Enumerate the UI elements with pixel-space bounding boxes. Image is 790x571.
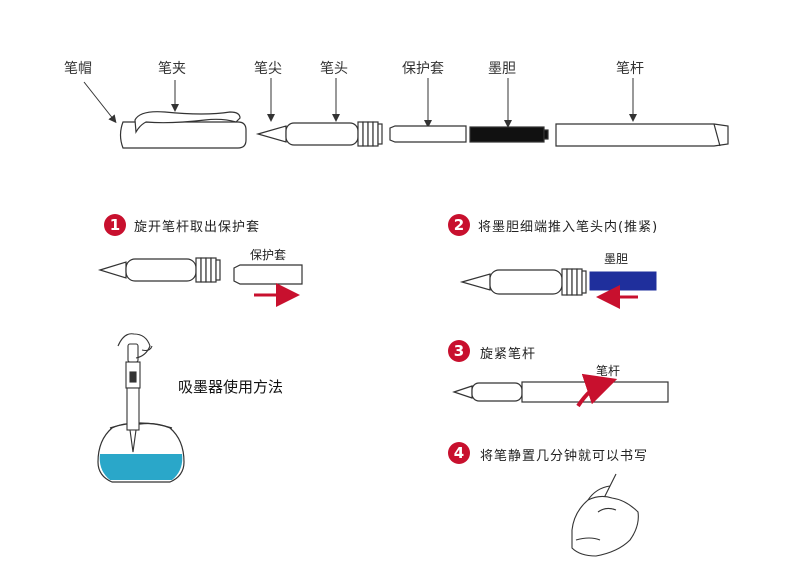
hand-writing [571,473,639,557]
label-nib: 笔尖 [254,61,282,77]
nib-shape [255,125,287,143]
step2-text: 将墨胆细端推入笔头内(推紧) [478,220,659,235]
label-clip: 笔夹 [158,61,186,77]
step2-tag: 墨胆 [604,252,629,266]
protector-shape [389,125,467,143]
cartridge-shape [469,126,545,143]
step2-illustration [459,268,587,296]
step3-tag: 笔杆 [596,364,621,378]
converter-label: 吸墨器使用方法 [178,378,284,396]
section-shape [285,122,359,146]
step3-rotate-arrow [576,373,618,408]
exploded-pen [119,111,729,149]
cap-shape [119,121,247,149]
leader-lines [83,78,637,128]
section-threads [357,121,383,147]
label-cartridge: 墨胆 [488,61,516,77]
step3-text: 旋紧笔杆 [480,347,537,362]
step2-badge: 2 [448,214,470,236]
step4-text: 将笔静置几分钟就可以书写 [480,449,649,464]
label-cap: 笔帽 [64,61,92,77]
converter [117,333,153,453]
step1-tag: 保护套 [250,248,287,262]
step2-cartridge [589,271,657,291]
step4-badge: 4 [448,442,470,464]
step1-illustration [97,257,303,285]
barrel-shape [555,123,729,147]
step3-badge: 3 [448,340,470,362]
step3-illustration [452,381,669,403]
label-barrel: 笔杆 [616,61,644,77]
step1-text: 旋开笔杆取出保护套 [134,220,261,235]
label-protector: 保护套 [402,61,444,77]
ink-bottle [97,422,185,483]
label-section: 笔头 [320,61,348,77]
clip-shape [134,111,241,134]
step1-badge: 1 [104,214,126,236]
